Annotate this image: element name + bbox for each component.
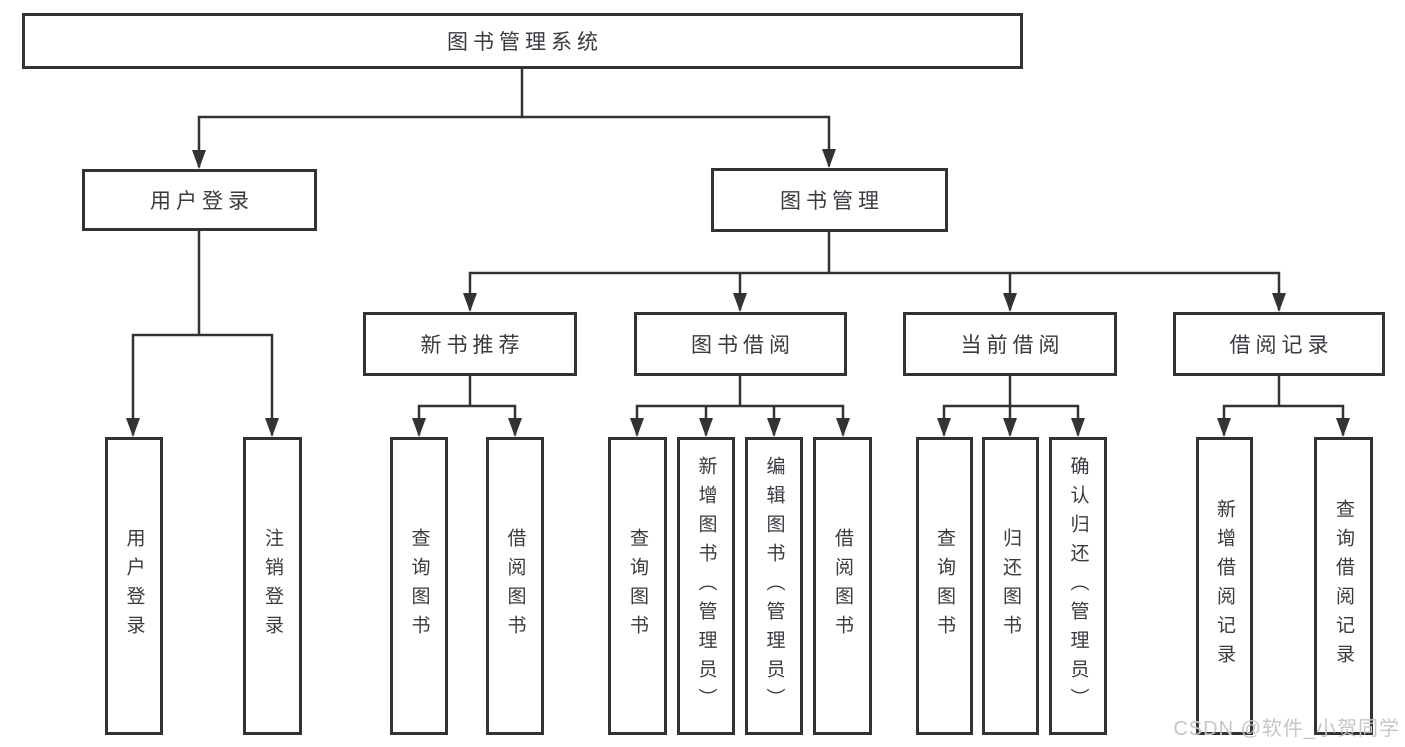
leaf-edit-books-admin: 编辑图书（管理员） [745, 437, 803, 735]
node-borrowing-records: 借阅记录 [1173, 312, 1385, 376]
leaf-add-books-admin-label: 新增图书（管理员） [695, 455, 717, 717]
leaf-logout-label: 注销登录 [262, 528, 283, 644]
leaf-return-books: 归还图书 [982, 437, 1039, 735]
leaf-query-borrow-record: 查询借阅记录 [1314, 437, 1373, 735]
leaf-borrow-books-recommend: 借阅图书 [486, 437, 544, 735]
leaf-add-borrow-record-label: 新增借阅记录 [1214, 499, 1235, 673]
leaf-user-login-label: 用户登录 [123, 528, 145, 644]
leaf-borrow-books-label: 借阅图书 [832, 528, 853, 644]
leaf-borrow-books: 借阅图书 [813, 437, 872, 735]
node-user-login-label: 用户登录 [150, 190, 254, 213]
node-library-system: 图书管理系统 [22, 13, 1023, 69]
leaf-borrow-books-recommend-label: 借阅图书 [504, 528, 526, 644]
node-new-book-recommendation-label: 新书推荐 [420, 334, 525, 357]
leaf-query-books-borrow: 查询图书 [608, 437, 667, 735]
node-user-login: 用户登录 [82, 169, 317, 231]
node-current-borrowing: 当前借阅 [903, 312, 1117, 376]
node-book-management-label: 图书管理 [780, 190, 884, 213]
leaf-return-books-label: 归还图书 [1000, 528, 1021, 644]
leaf-user-login: 用户登录 [105, 437, 163, 735]
leaf-query-books-current: 查询图书 [916, 437, 973, 735]
connector-edges [131, 67, 1345, 436]
leaf-add-borrow-record: 新增借阅记录 [1196, 437, 1253, 735]
node-book-borrowing-label: 图书借阅 [691, 334, 795, 357]
leaf-edit-books-admin-label: 编辑图书（管理员） [763, 455, 785, 717]
node-book-management: 图书管理 [711, 168, 948, 232]
leaf-query-books-current-label: 查询图书 [934, 528, 955, 644]
leaf-query-books-recommend-label: 查询图书 [408, 528, 430, 644]
leaf-query-books-borrow-label: 查询图书 [627, 528, 648, 644]
leaf-query-books-recommend: 查询图书 [390, 437, 448, 735]
leaf-confirm-return-admin: 确认归还（管理员） [1049, 437, 1107, 735]
node-library-system-label: 图书管理系统 [447, 31, 603, 54]
node-current-borrowing-label: 当前借阅 [960, 334, 1065, 357]
node-book-borrowing: 图书借阅 [634, 312, 847, 376]
arrowhead-icons [126, 149, 1350, 437]
node-borrowing-records-label: 借阅记录 [1229, 334, 1334, 357]
node-new-book-recommendation: 新书推荐 [363, 312, 577, 376]
leaf-add-books-admin: 新增图书（管理员） [677, 437, 735, 735]
leaf-logout: 注销登录 [243, 437, 302, 735]
leaf-confirm-return-admin-label: 确认归还（管理员） [1067, 455, 1089, 717]
leaf-query-borrow-record-label: 查询借阅记录 [1333, 499, 1354, 673]
